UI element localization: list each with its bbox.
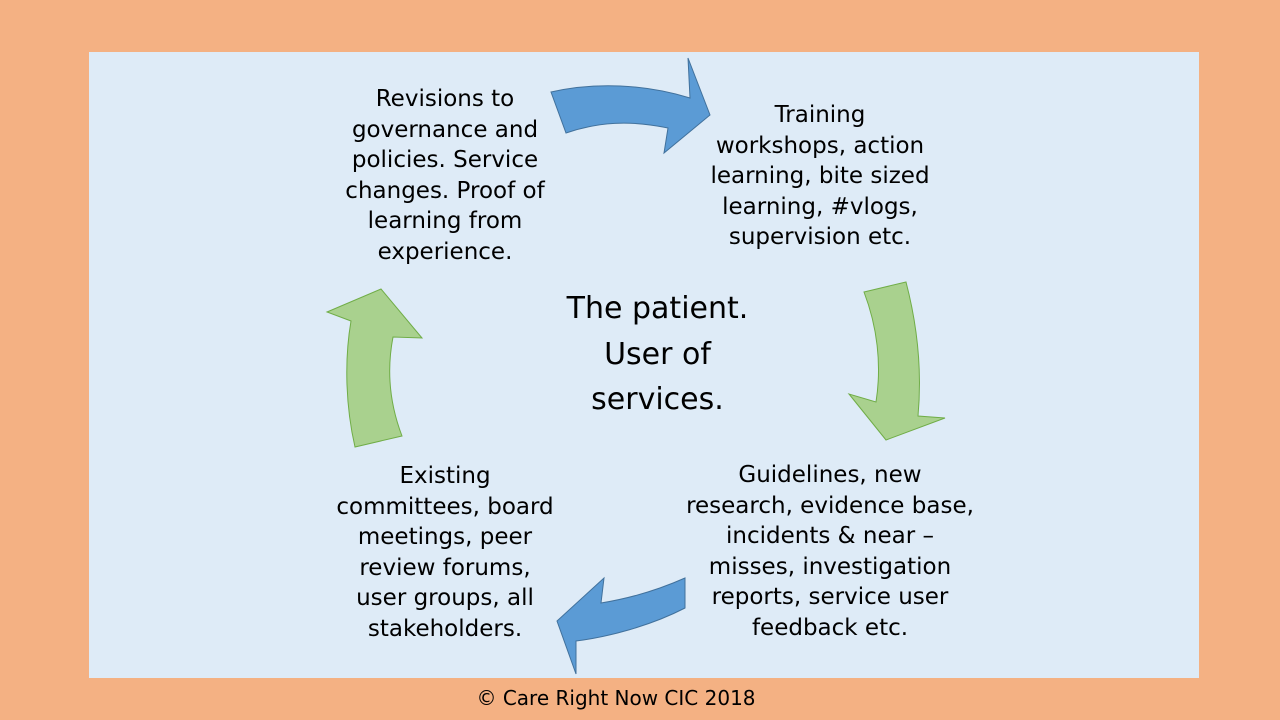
copyright-footer: © Care Right Now CIC 2018 [476, 686, 756, 710]
arrow-left-icon [325, 288, 424, 448]
step-evidence-sources: Guidelines, new research, evidence base,… [686, 462, 974, 641]
arrow-top-icon [550, 57, 711, 155]
step-training: Training workshops, action learning, bit… [710, 102, 930, 250]
diagram-panel [89, 52, 1199, 678]
arrow-right-icon [847, 281, 946, 441]
step-governance-revisions: Revisions to governance and policies. Se… [345, 86, 545, 265]
center-label: The patient. User of services. [566, 291, 749, 417]
arrow-bottom-icon [556, 576, 686, 675]
step-committees: Existing committees, board meetings, pee… [336, 463, 554, 642]
